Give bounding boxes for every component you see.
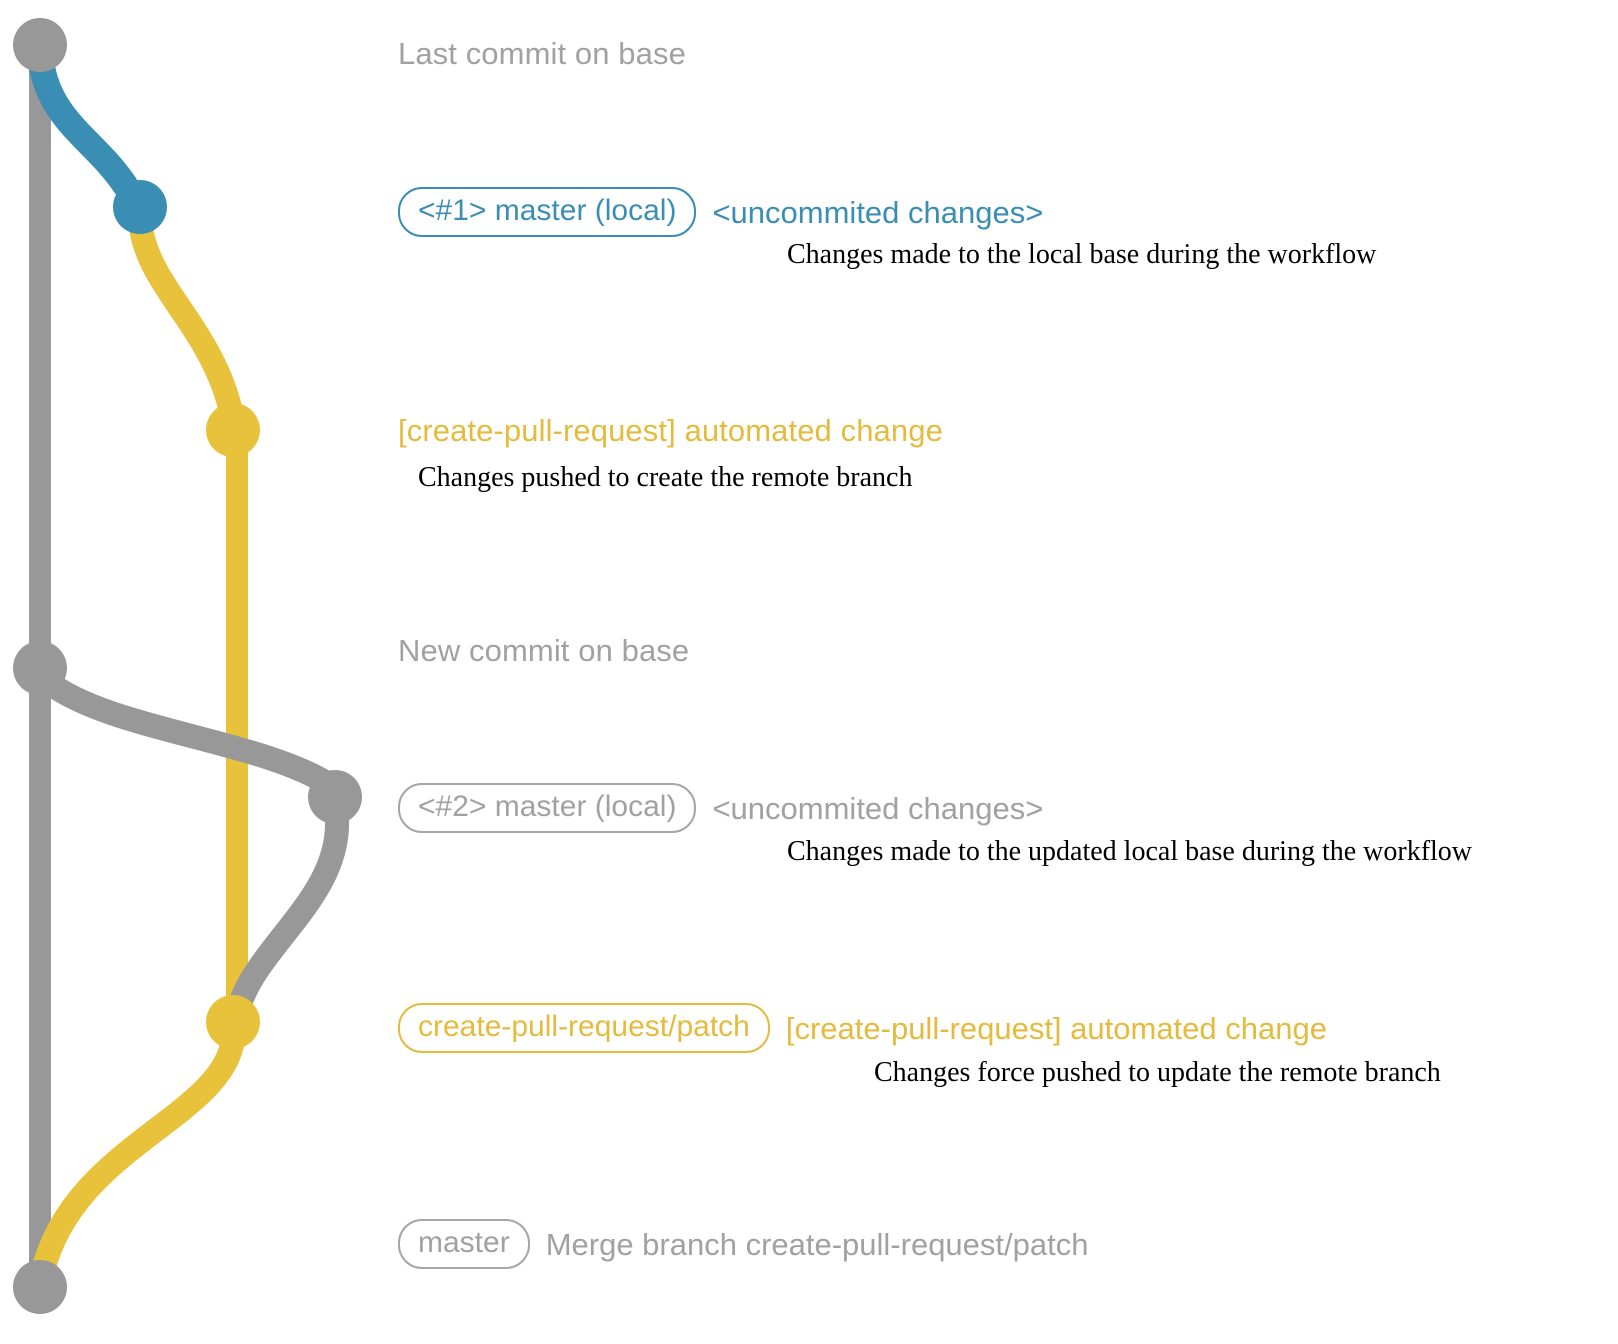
commit-message-base-last: Last commit on base bbox=[398, 36, 686, 71]
row-patch-1: [create-pull-request] automated change bbox=[398, 413, 943, 449]
commit-message-patch-1: [create-pull-request] automated change bbox=[398, 413, 943, 448]
subnote-patch-2: Changes force pushed to update the remot… bbox=[874, 1057, 1441, 1088]
row-patch-2: create-pull-request/patch [create-pull-r… bbox=[398, 1003, 1327, 1053]
row-last-commit-on-base: Last commit on base bbox=[398, 36, 686, 72]
branch-badge-master-local-1[interactable]: <#1> master (local) bbox=[398, 187, 697, 237]
row-local-master-2: <#2> master (local) <uncommited changes> bbox=[398, 783, 1043, 833]
row-merge-master: master Merge branch create-pull-request/… bbox=[398, 1219, 1088, 1269]
commit-message-merge: Merge branch create-pull-request/patch bbox=[545, 1226, 1089, 1262]
edge-local2-to-patch2 bbox=[225, 808, 350, 1027]
branch-badge-create-pull-request-patch[interactable]: create-pull-request/patch bbox=[398, 1003, 770, 1053]
commit-message-local-1: <uncommited changes> bbox=[712, 194, 1044, 230]
commit-node-base-last[interactable] bbox=[13, 18, 67, 72]
row-local-master-1: <#1> master (local) <uncommited changes> bbox=[398, 187, 1043, 237]
commit-message-patch-2: [create-pull-request] automated change bbox=[785, 1010, 1327, 1046]
commit-message-base-new: New commit on base bbox=[398, 633, 690, 668]
commit-node-base-new[interactable] bbox=[13, 641, 67, 695]
subnote-patch-1: Changes pushed to create the remote bran… bbox=[418, 462, 913, 493]
commit-node-patch-1[interactable] bbox=[206, 403, 260, 457]
commit-node-local-1[interactable] bbox=[113, 180, 167, 234]
row-new-commit-on-base: New commit on base bbox=[398, 633, 689, 669]
subnote-local-1: Changes made to the local base during th… bbox=[787, 239, 1377, 270]
edge-basenew-to-local2 bbox=[36, 670, 342, 797]
commit-node-merge-master[interactable] bbox=[13, 1260, 67, 1314]
commit-node-local-2[interactable] bbox=[308, 770, 362, 824]
branch-badge-master-local-2[interactable]: <#2> master (local) bbox=[398, 783, 697, 833]
edge-patch2-to-merge bbox=[30, 1033, 244, 1287]
edge-base-to-local1 bbox=[28, 47, 138, 198]
commit-node-patch-2[interactable] bbox=[206, 995, 260, 1049]
commit-message-local-2: <uncommited changes> bbox=[712, 790, 1044, 826]
edge-local1-to-patch1 bbox=[129, 216, 245, 432]
subnote-local-2: Changes made to the updated local base d… bbox=[787, 836, 1473, 867]
branch-badge-master[interactable]: master bbox=[398, 1219, 530, 1269]
